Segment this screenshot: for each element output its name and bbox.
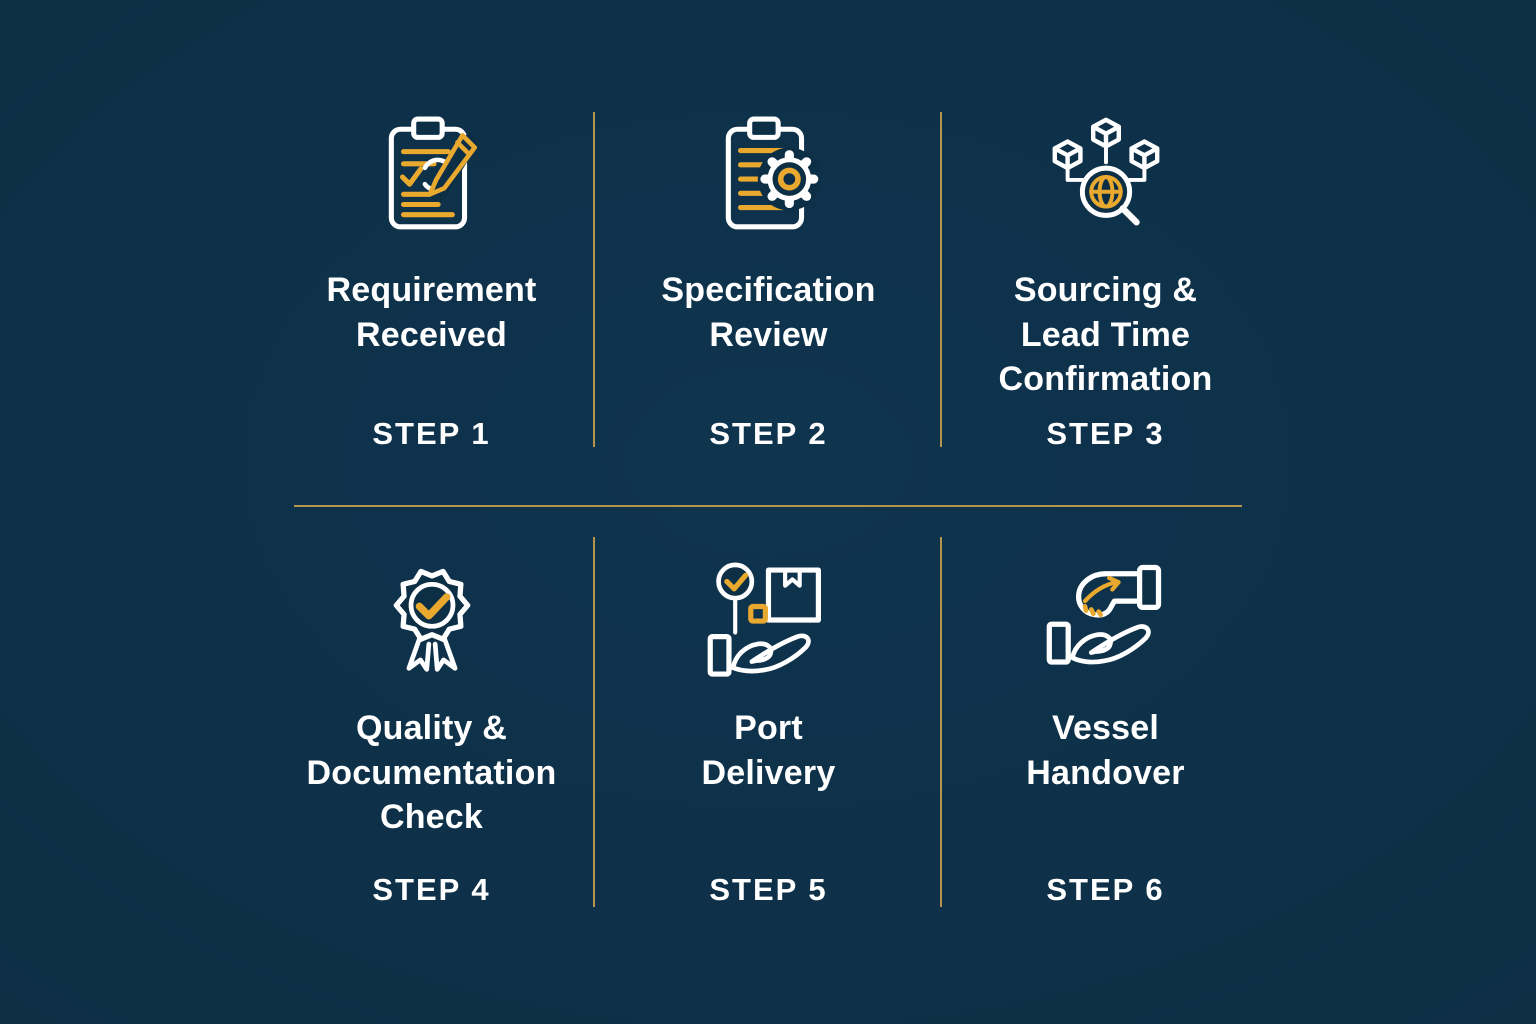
handover-hands-icon xyxy=(1043,550,1169,690)
step-title: Port Delivery xyxy=(701,709,836,792)
step-card-6: Vessel Handover STEP 6 xyxy=(937,540,1274,912)
steps-row-bottom: Quality & Documentation Check STEP 4 Por… xyxy=(263,540,1274,912)
step-card-2: Specification Review STEP 2 xyxy=(600,108,937,456)
clipboard-pencil-icon xyxy=(371,110,493,240)
steps-row-top: Requirement Received STEP 1 xyxy=(263,108,1274,456)
hand-box-icon xyxy=(704,550,834,690)
award-badge-icon xyxy=(369,550,495,690)
vertical-divider-line xyxy=(940,112,942,447)
step-title: Specification Review xyxy=(661,271,876,354)
step-label: STEP 6 xyxy=(1046,872,1165,907)
step-label: STEP 4 xyxy=(372,872,491,907)
vertical-divider-line xyxy=(593,112,595,447)
step-card-4: Quality & Documentation Check STEP 4 xyxy=(263,540,600,912)
clipboard-gear-icon xyxy=(708,110,830,240)
vertical-divider-line xyxy=(940,537,942,907)
step-card-1: Requirement Received STEP 1 xyxy=(263,108,600,456)
step-title: Requirement Received xyxy=(326,271,537,354)
step-label: STEP 2 xyxy=(709,416,828,451)
step-card-5: Port Delivery STEP 5 xyxy=(600,540,937,912)
horizontal-divider-line xyxy=(294,505,1242,507)
step-label: STEP 5 xyxy=(709,872,828,907)
vertical-divider-line xyxy=(593,537,595,907)
step-title: Vessel Handover xyxy=(1026,709,1185,792)
step-title: Quality & Documentation Check xyxy=(306,709,557,837)
step-title: Sourcing & Lead Time Confirmation xyxy=(998,271,1213,399)
network-search-icon xyxy=(1042,110,1170,240)
step-label: STEP 3 xyxy=(1046,416,1165,451)
step-card-3: Sourcing & Lead Time Confirmation STEP 3 xyxy=(937,108,1274,456)
step-label: STEP 1 xyxy=(372,416,491,451)
